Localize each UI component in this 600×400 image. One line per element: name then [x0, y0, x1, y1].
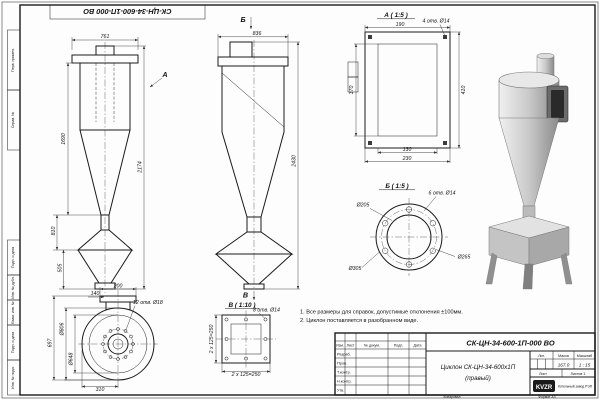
front-outlet-dim: 505	[58, 264, 64, 273]
view-a-holes-note: 4 отв. Ø14	[423, 19, 450, 25]
side-label-podp-data-1: Подп. и дата	[11, 247, 15, 268]
row-razrab: Разраб.	[337, 353, 351, 357]
side-view: Б 836 2430 В	[214, 15, 300, 301]
view-b-title: Б ( 1:5 )	[385, 183, 408, 190]
product-variant: (правый)	[465, 375, 491, 382]
view-a-bottom-inner-dim: 130	[403, 147, 412, 153]
front-width-dim: 761	[101, 34, 110, 40]
view-a-arrow-label: А	[161, 70, 167, 79]
view-b-inner-dia: Ø205	[356, 203, 370, 209]
scroll-neck-dim: 140	[91, 291, 100, 297]
note-line-1: 1. Все размеры для справок, допустимые о…	[300, 310, 463, 316]
front-total-dim: 2174	[138, 161, 144, 174]
side-label-podp-data-2: Подп. и дата	[11, 332, 15, 353]
product-name: Циклон СК-ЦН-34-600х1П	[441, 364, 516, 371]
title-block: Изм. Лист № докум. Подп. Дата Разраб. Пр…	[334, 332, 596, 396]
side-label-inv-podl: Инв. № подл.	[11, 366, 15, 388]
scroll-view: 200 140 12 отв. Ø18 Ø806 Ø648 697 310	[48, 284, 163, 393]
scale-value: 1 : 15	[579, 363, 591, 368]
view-a-title: А ( 1:5 )	[383, 12, 407, 19]
view-b-flange: Б ( 1:5 ) 6 отв. Ø14 Ø205 Ø305 Ø265	[348, 183, 471, 276]
scroll-outer-dia: Ø806	[60, 323, 66, 337]
row-prov: Пров.	[337, 362, 347, 366]
row-tkontr: Т.контр.	[337, 371, 351, 375]
isometric-view	[485, 52, 573, 290]
col-list: Лист	[347, 344, 355, 348]
col-izm: Изм.	[336, 344, 344, 348]
scroll-inner-dia: Ø648	[69, 353, 75, 367]
view-a-top-dim: 190	[396, 22, 405, 28]
side-label-vzam-inv: Взам. инв. №	[11, 301, 15, 323]
view-v-flange: В ( 1:10 ) 8 отв. Ø14 2 х 125=250 2 х 12…	[209, 302, 280, 378]
col-data: Дата	[414, 344, 422, 348]
view-a-bottom-outer-dim: 230	[402, 156, 412, 162]
side-label-inv-dubl: Инв. № дубл.	[11, 276, 15, 298]
lit-label: Лит.	[538, 354, 545, 358]
notes: 1. Все размеры для справок, допустимые о…	[300, 310, 463, 325]
front-view: 761 1690 810 505 2174 А	[51, 34, 168, 293]
side-total-dim: 2430	[292, 155, 298, 168]
scroll-height-dim: 697	[48, 338, 54, 348]
scroll-flange-dim: 200	[113, 284, 123, 290]
mass-value: 167.0	[558, 363, 570, 368]
side-label-perv-primen: Перв. примен.	[11, 48, 15, 72]
view-b-holes-note: 6 отв. Ø14	[429, 191, 456, 197]
view-a-right-dim: 410	[461, 86, 467, 95]
sheets-label: Листов 1	[571, 372, 586, 376]
doc-number-top: СК-ЦН-34-600-1П-000 ВО	[83, 7, 171, 16]
col-podp: Подп.	[394, 344, 404, 348]
side-label-sprav-no: Справ. №	[11, 112, 15, 128]
view-v-left-dim: 2 х 125=250	[209, 325, 215, 355]
copied-label: Копировал	[444, 395, 461, 399]
view-v-bottom-dim: 2 х 125=250	[231, 372, 261, 378]
view-v-holes-note: 8 отв. Ø14	[253, 308, 280, 314]
mass-label: Масса	[558, 354, 569, 358]
sheet-label: Лист	[539, 372, 547, 376]
view-a-left-dim: 370	[349, 86, 355, 95]
side-width-dim: 836	[253, 31, 262, 37]
arrow-b-label: Б	[240, 15, 245, 24]
note-line-2: 2. Циклон поставляется в разобранном вид…	[300, 318, 418, 324]
designation: СК-ЦН-34-600-1П-000 ВО	[466, 339, 554, 348]
format-label: Формат А3	[538, 395, 555, 399]
scroll-holes-note: 12 отв. Ø18	[133, 300, 163, 306]
company-name: Котельный завод РЭП	[558, 385, 593, 389]
view-a-flange: А ( 1:5 ) 190 4 отв. Ø14 370 410 130 230	[347, 12, 467, 163]
scroll-bottom-dim: 310	[96, 387, 105, 393]
arrow-v-label: В	[243, 291, 248, 300]
front-skirt-dim: 810	[51, 227, 57, 236]
view-b-outer-dia: Ø305	[348, 266, 362, 272]
view-v-title: В ( 1:10 )	[229, 302, 256, 309]
row-utv: Утв.	[337, 389, 344, 393]
view-b-bolt-circle-dia: Ø265	[457, 255, 471, 261]
row-nkontr: Н.контр.	[337, 380, 352, 384]
front-cylinder-dim: 1690	[61, 133, 67, 145]
scale-label: Масштаб	[577, 354, 592, 358]
company-logo-text: KVZR	[536, 385, 553, 391]
company-logo	[533, 380, 555, 392]
col-doc: № докум.	[364, 344, 380, 348]
